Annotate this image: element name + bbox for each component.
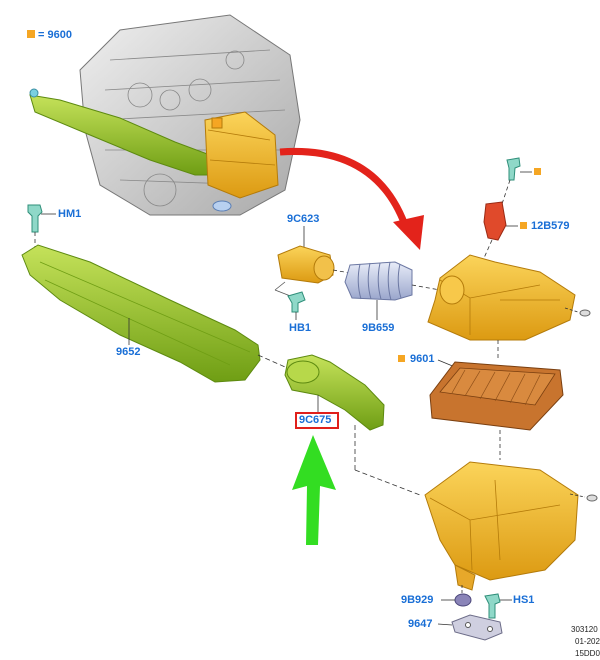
orange-square-icon [27,30,35,38]
reference-line-2: 01-202 [575,637,600,646]
hs1-bolt-icon [484,593,512,619]
legend-text: = 9600 [38,29,72,41]
red-curved-arrow-icon [279,147,424,250]
legend-label: = 9600 [27,29,72,41]
label-9c675: 9C675 [299,414,332,426]
sensor-12b579 [483,201,527,259]
bracket-9647 [437,614,503,641]
mass-airflow-sensor-9c623 [274,226,351,298]
hm1-clip-icon [27,204,56,252]
label-9647: 9647 [408,618,433,630]
duct-9652 [21,244,293,383]
label-9601: 9601 [410,353,435,365]
reference-line-3: 15DD0 [575,649,600,658]
elbow-duct-9c675 [284,354,421,496]
label-9c623: 9C623 [287,213,320,225]
highlight-box-9c675 [295,412,339,429]
air-cleaner-lower-housing [424,461,598,595]
bellows-hose-9b659 [344,261,441,320]
reference-line-1: 303120 [571,625,598,634]
hb1-bolt-icon [287,291,306,320]
air-filter-9601 [398,355,564,460]
label-12b579: 12B579 [531,220,570,232]
engine-assembly [29,14,301,216]
air-box-top-bolt-icon [499,157,541,211]
label-9b929: 9B929 [401,594,434,606]
air-cleaner-cover [427,254,591,360]
label-9b659: 9B659 [362,322,395,334]
label-hb1: HB1 [289,322,312,334]
label-9652: 9652 [116,346,141,358]
grommet-9b929 [441,593,472,607]
label-hs1: HS1 [513,594,535,606]
green-up-arrow-icon [292,435,336,545]
label-hm1: HM1 [58,208,82,220]
